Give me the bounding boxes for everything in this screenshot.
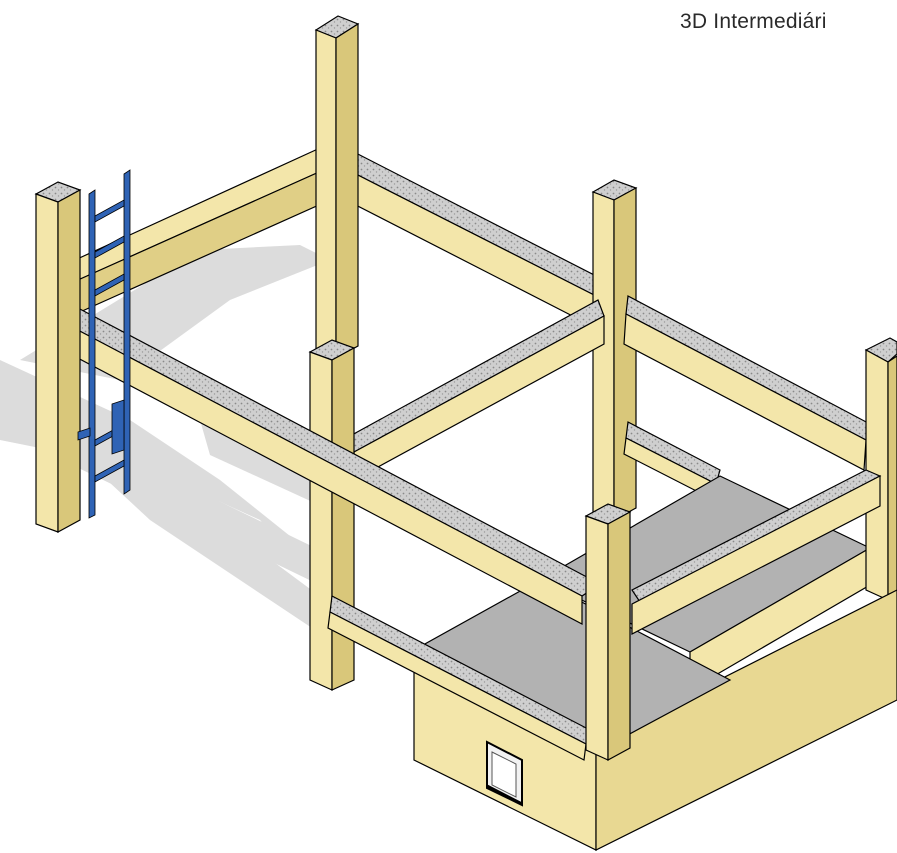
column-far-right — [864, 337, 897, 601]
window — [486, 740, 523, 807]
view-title: 3D Intermediári — [680, 10, 827, 33]
ground-shadows — [0, 245, 330, 640]
beam-back-right — [345, 149, 601, 327]
column-front-right — [584, 503, 632, 762]
column-left — [34, 181, 82, 534]
beam-front-right — [631, 469, 882, 635]
column-right-back — [591, 179, 638, 522]
ladder — [77, 169, 131, 519]
column-center-back — [314, 15, 360, 360]
beam-middle — [349, 299, 605, 482]
foundation-block — [413, 589, 897, 851]
